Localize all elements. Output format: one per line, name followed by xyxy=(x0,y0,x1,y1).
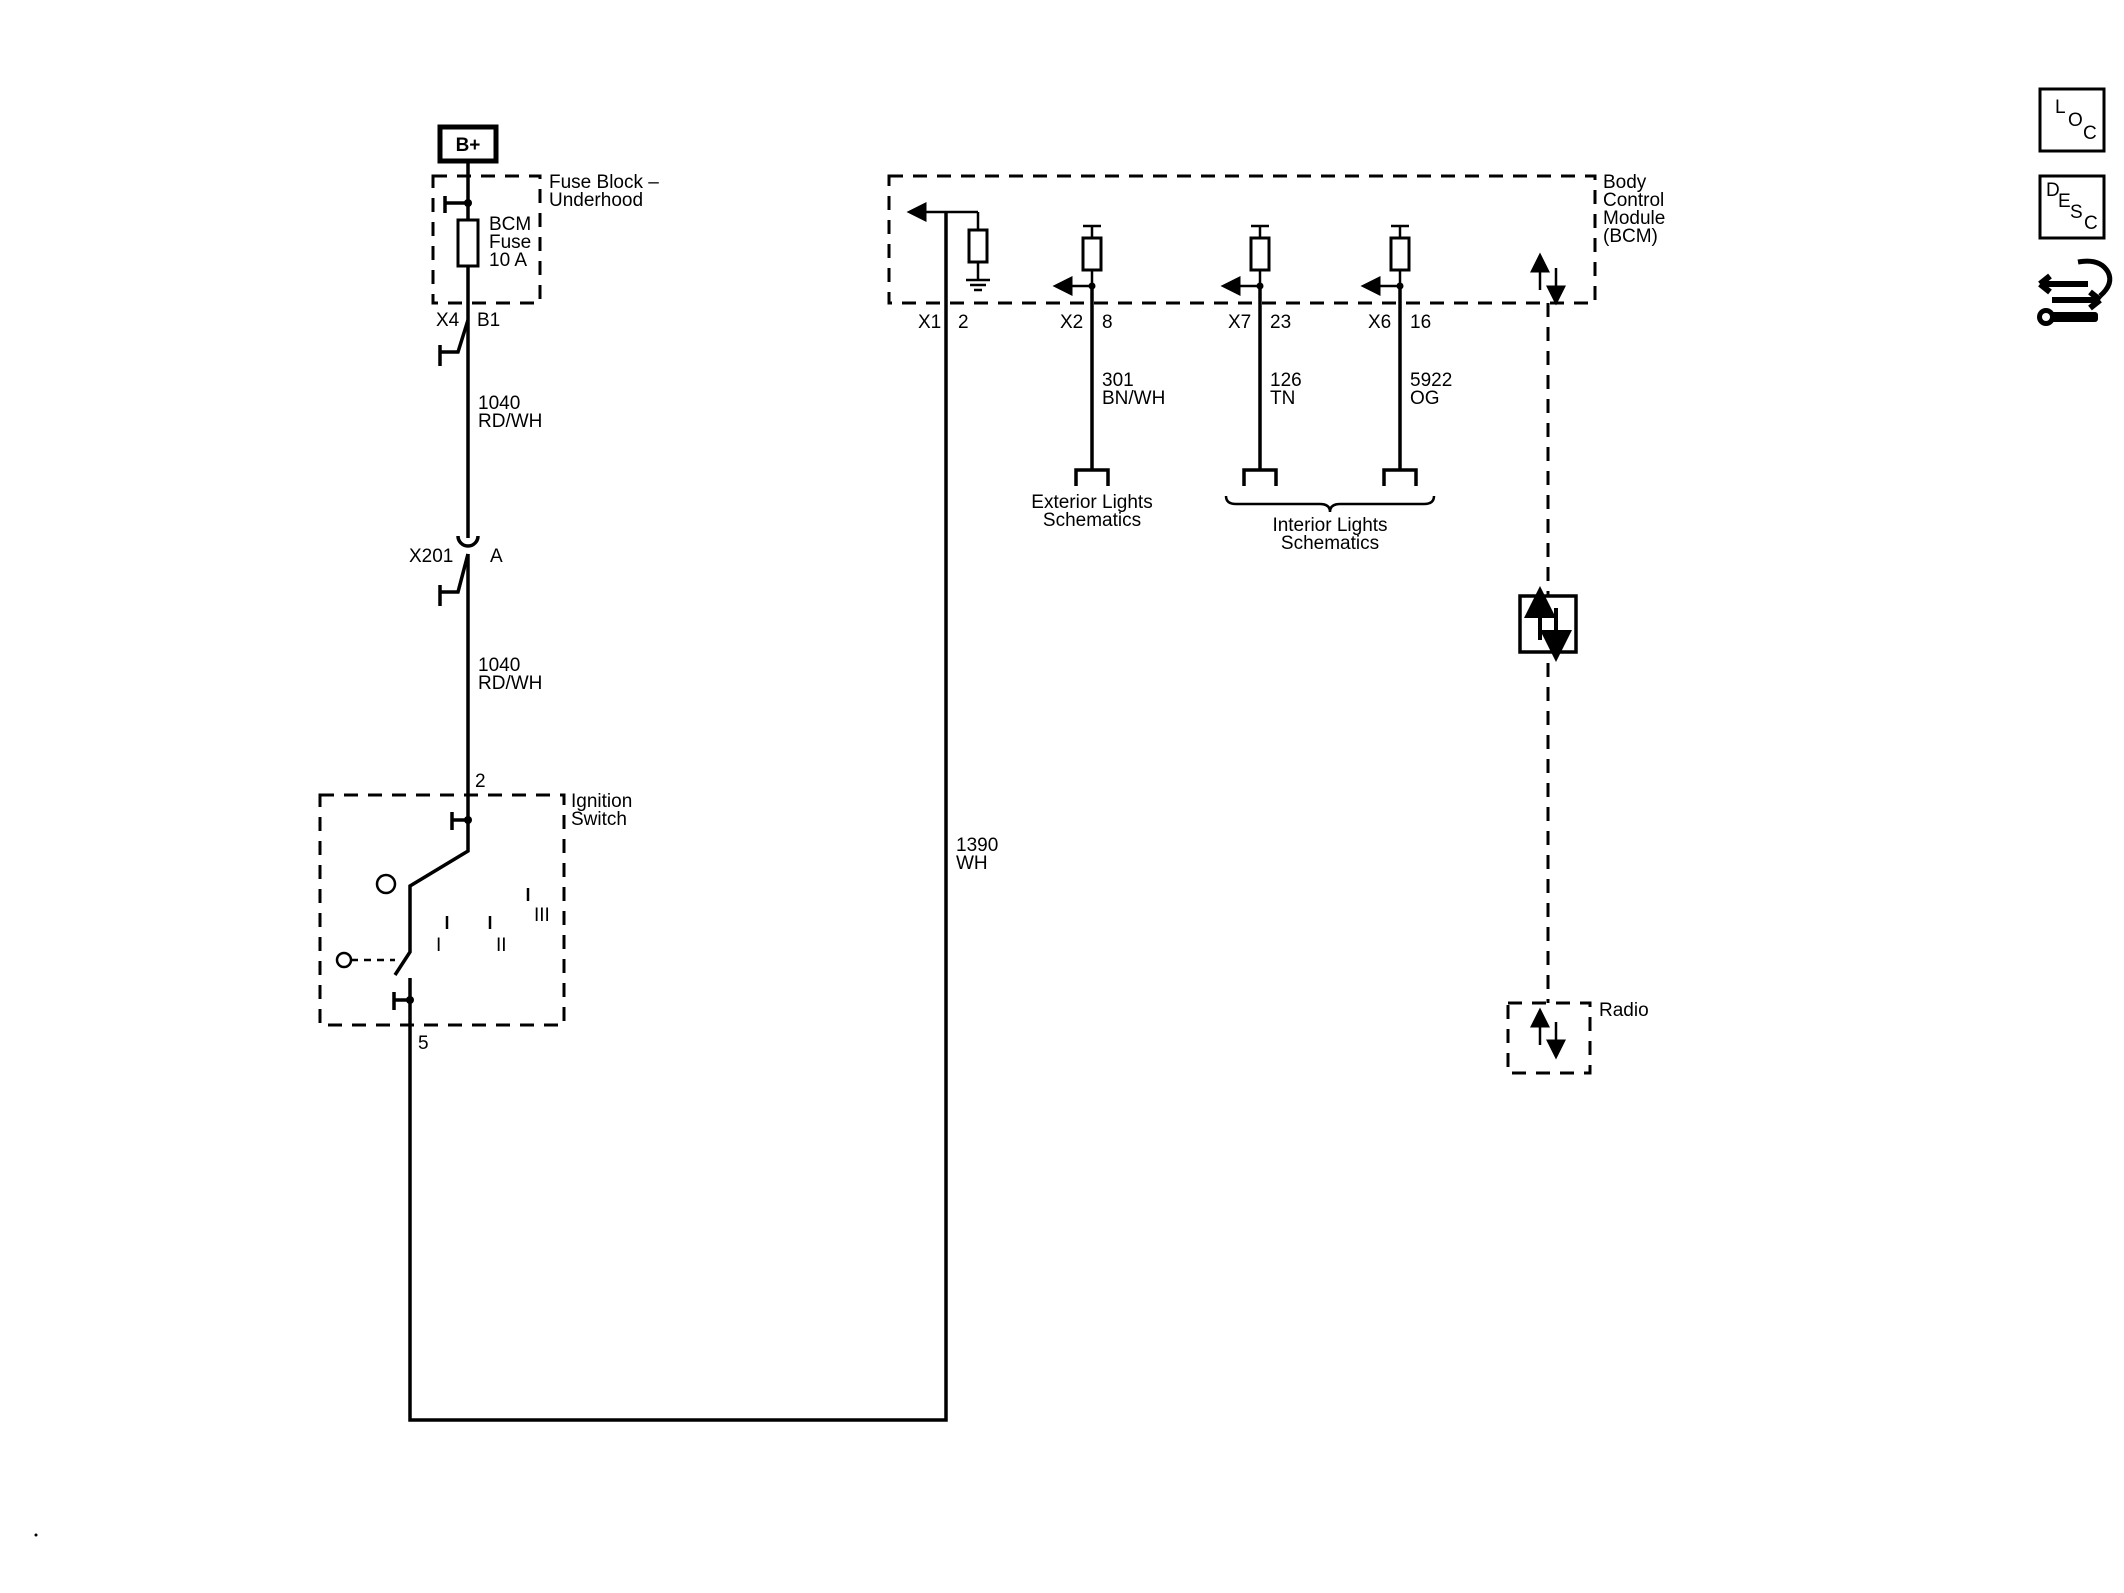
fuse-block-pin: B1 xyxy=(477,310,500,331)
interior-lights-ref-2: Schematics xyxy=(1281,533,1379,554)
bcm-title-2: Control xyxy=(1603,190,1664,211)
ignition-pin-top: 2 xyxy=(475,771,486,792)
body-control-module: Body Control Module (BCM) xyxy=(887,172,1665,306)
wire-5922-circuit: 5922 xyxy=(1410,370,1452,391)
bcm-title-1: Body xyxy=(1603,172,1647,193)
wire-1390-circuit: 1390 xyxy=(956,835,998,856)
battery-positive-box: B+ xyxy=(437,124,499,164)
x201-label: X201 xyxy=(409,546,453,567)
ignition-position-2: II xyxy=(496,935,507,956)
loc-letter-c: C xyxy=(2083,123,2097,144)
loc-letter-o: O xyxy=(2068,110,2083,131)
fuse-block-connector: X4 xyxy=(436,310,460,331)
fuse-block-title: Fuse Block – xyxy=(549,172,659,193)
wire-126-circuit: 126 xyxy=(1270,370,1302,391)
bcm-x1-pin: 2 xyxy=(958,312,969,333)
wrench-arrows-icon[interactable] xyxy=(2037,258,2113,326)
wire-126-color: TN xyxy=(1270,388,1295,409)
bcm-x7-pin: 23 xyxy=(1270,312,1291,333)
wire-5922-color: OG xyxy=(1410,388,1440,409)
loc-letter-l: L xyxy=(2055,97,2066,118)
bcm-x1-label: X1 xyxy=(918,312,941,333)
wire-301-color: BN/WH xyxy=(1102,388,1165,409)
desc-letter-d: D xyxy=(2046,180,2060,201)
wire-1040-upper-color: RD/WH xyxy=(478,411,542,432)
exterior-lights-ref-2: Schematics xyxy=(1043,510,1141,531)
fuse-block-underhood: Fuse Block – Underhood BCM Fuse 10 A xyxy=(431,161,659,305)
bcm-title-4: (BCM) xyxy=(1603,226,1658,247)
radio-label: Radio xyxy=(1599,1000,1649,1021)
wire-1040-lower-circuit: 1040 xyxy=(478,655,520,676)
bcm-x6-pin: 16 xyxy=(1410,312,1431,333)
fuse-name: BCM xyxy=(489,214,531,235)
wire-1040-lower-color: RD/WH xyxy=(478,673,542,694)
serial-data-icon xyxy=(1518,586,1578,662)
ignition-position-3: III xyxy=(534,905,550,926)
exterior-lights-ref: Exterior Lights xyxy=(1031,492,1152,513)
fuse-name-2: Fuse xyxy=(489,232,531,253)
interior-lights-brace xyxy=(1224,495,1436,513)
radio-module: Radio xyxy=(1506,1000,1649,1075)
fuse-rating: 10 A xyxy=(489,250,527,271)
wire-1040-upper-circuit: 1040 xyxy=(478,393,520,414)
ignition-pin-bottom: 5 xyxy=(418,1033,429,1054)
bcm-x6-label: X6 xyxy=(1368,312,1391,333)
wire-301-circuit: 301 xyxy=(1102,370,1134,391)
bcm-fuse xyxy=(456,218,480,268)
desc-letter-s: S xyxy=(2070,202,2083,223)
ignition-position-1: I xyxy=(436,935,441,956)
desc-letter-c: C xyxy=(2084,213,2098,234)
ignition-switch: 2 Ignition Switch I II III 5 xyxy=(318,771,632,1054)
wire-1390-color: WH xyxy=(956,853,988,874)
interior-lights-ref: Interior Lights xyxy=(1272,515,1387,536)
bcm-x2-pin: 8 xyxy=(1102,312,1113,333)
bcm-x7-label: X7 xyxy=(1228,312,1251,333)
description-button[interactable]: D E S C xyxy=(2038,174,2106,240)
ignition-switch-subtitle: Switch xyxy=(571,809,627,830)
inline-connector-x201: X201 A xyxy=(409,528,503,606)
desc-letter-e: E xyxy=(2058,191,2071,212)
ignition-switch-title: Ignition xyxy=(571,791,632,812)
bcm-title-3: Module xyxy=(1603,208,1665,229)
wire-1390 xyxy=(408,212,948,1422)
bcm-x2-label: X2 xyxy=(1060,312,1083,333)
battery-positive-label: B+ xyxy=(456,135,481,156)
x201-pin: A xyxy=(490,546,503,567)
fuse-block-subtitle: Underhood xyxy=(549,190,643,211)
location-button[interactable]: L O C xyxy=(2038,87,2106,153)
